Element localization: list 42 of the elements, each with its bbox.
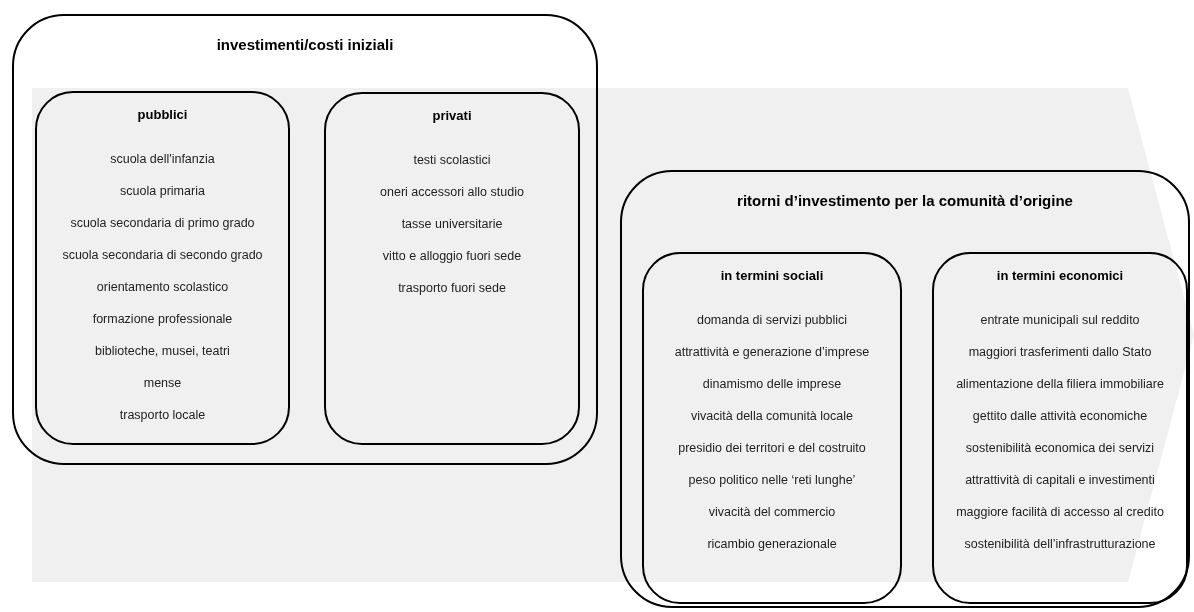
list-item: trasporto fuori sede (398, 280, 506, 297)
category-box (932, 252, 1188, 604)
list-item: attrattività e generazione d’imprese (674, 344, 870, 361)
category-heading: in termini economici (995, 267, 1125, 285)
list-item: mense (143, 375, 182, 392)
list-item: entrate municipali sul reddito (980, 312, 1140, 329)
category-heading: in termini sociali (719, 267, 825, 285)
list-item: orientamento scolastico (96, 279, 229, 296)
list-item: peso politico nelle ‘reti lunghe’ (688, 472, 856, 489)
list-item: testi scolastici (413, 152, 491, 169)
list-item: tasse universitarie (401, 216, 503, 233)
group-box (12, 14, 598, 465)
group-box (620, 170, 1190, 608)
list-item: maggiori trasferimenti dallo Stato (968, 344, 1152, 361)
list-item: scuola secondaria di secondo grado (62, 247, 263, 264)
list-item: ricambio generazionale (707, 536, 837, 553)
category-heading: privati (431, 107, 473, 125)
list-item: vitto e alloggio fuori sede (382, 248, 522, 265)
list-item: scuola primaria (120, 183, 205, 200)
list-item: attrattività di capitali e investimenti (965, 472, 1155, 489)
list-item: sostenibilità economica dei servizi (965, 440, 1155, 457)
list-item: sostenibilità dell’infrastrutturazione (964, 536, 1156, 553)
category-box (324, 92, 580, 445)
list-item: scuola secondaria di primo grado (70, 215, 255, 232)
list-item: presidio dei territori e del costruito (678, 440, 866, 457)
list-item: gettito dalle attività economiche (972, 408, 1148, 425)
list-item: dinamismo delle imprese (702, 376, 842, 393)
group-heading: investimenti/costi iniziali (215, 35, 395, 55)
group-heading: ritorni d’investimento per la comunità d’origine (736, 191, 1074, 211)
list-item: alimentazione della filiera immobiliare (956, 376, 1164, 393)
list-item: vivacità della comunità locale (691, 408, 853, 425)
category-heading: pubblici (136, 106, 189, 124)
list-item: trasporto locale (119, 407, 206, 424)
list-item: scuola dell'infanzia (110, 151, 215, 168)
category-box (642, 252, 902, 604)
list-item: biblioteche, musei, teatri (95, 343, 230, 360)
list-item: vivacità del commercio (708, 504, 836, 521)
list-item: oneri accessori allo studio (380, 184, 524, 201)
list-item: domanda di servizi pubblici (696, 312, 848, 329)
list-item: formazione professionale (92, 311, 233, 328)
category-box (35, 91, 290, 445)
list-item: maggiore facilità di accesso al credito (956, 504, 1164, 521)
